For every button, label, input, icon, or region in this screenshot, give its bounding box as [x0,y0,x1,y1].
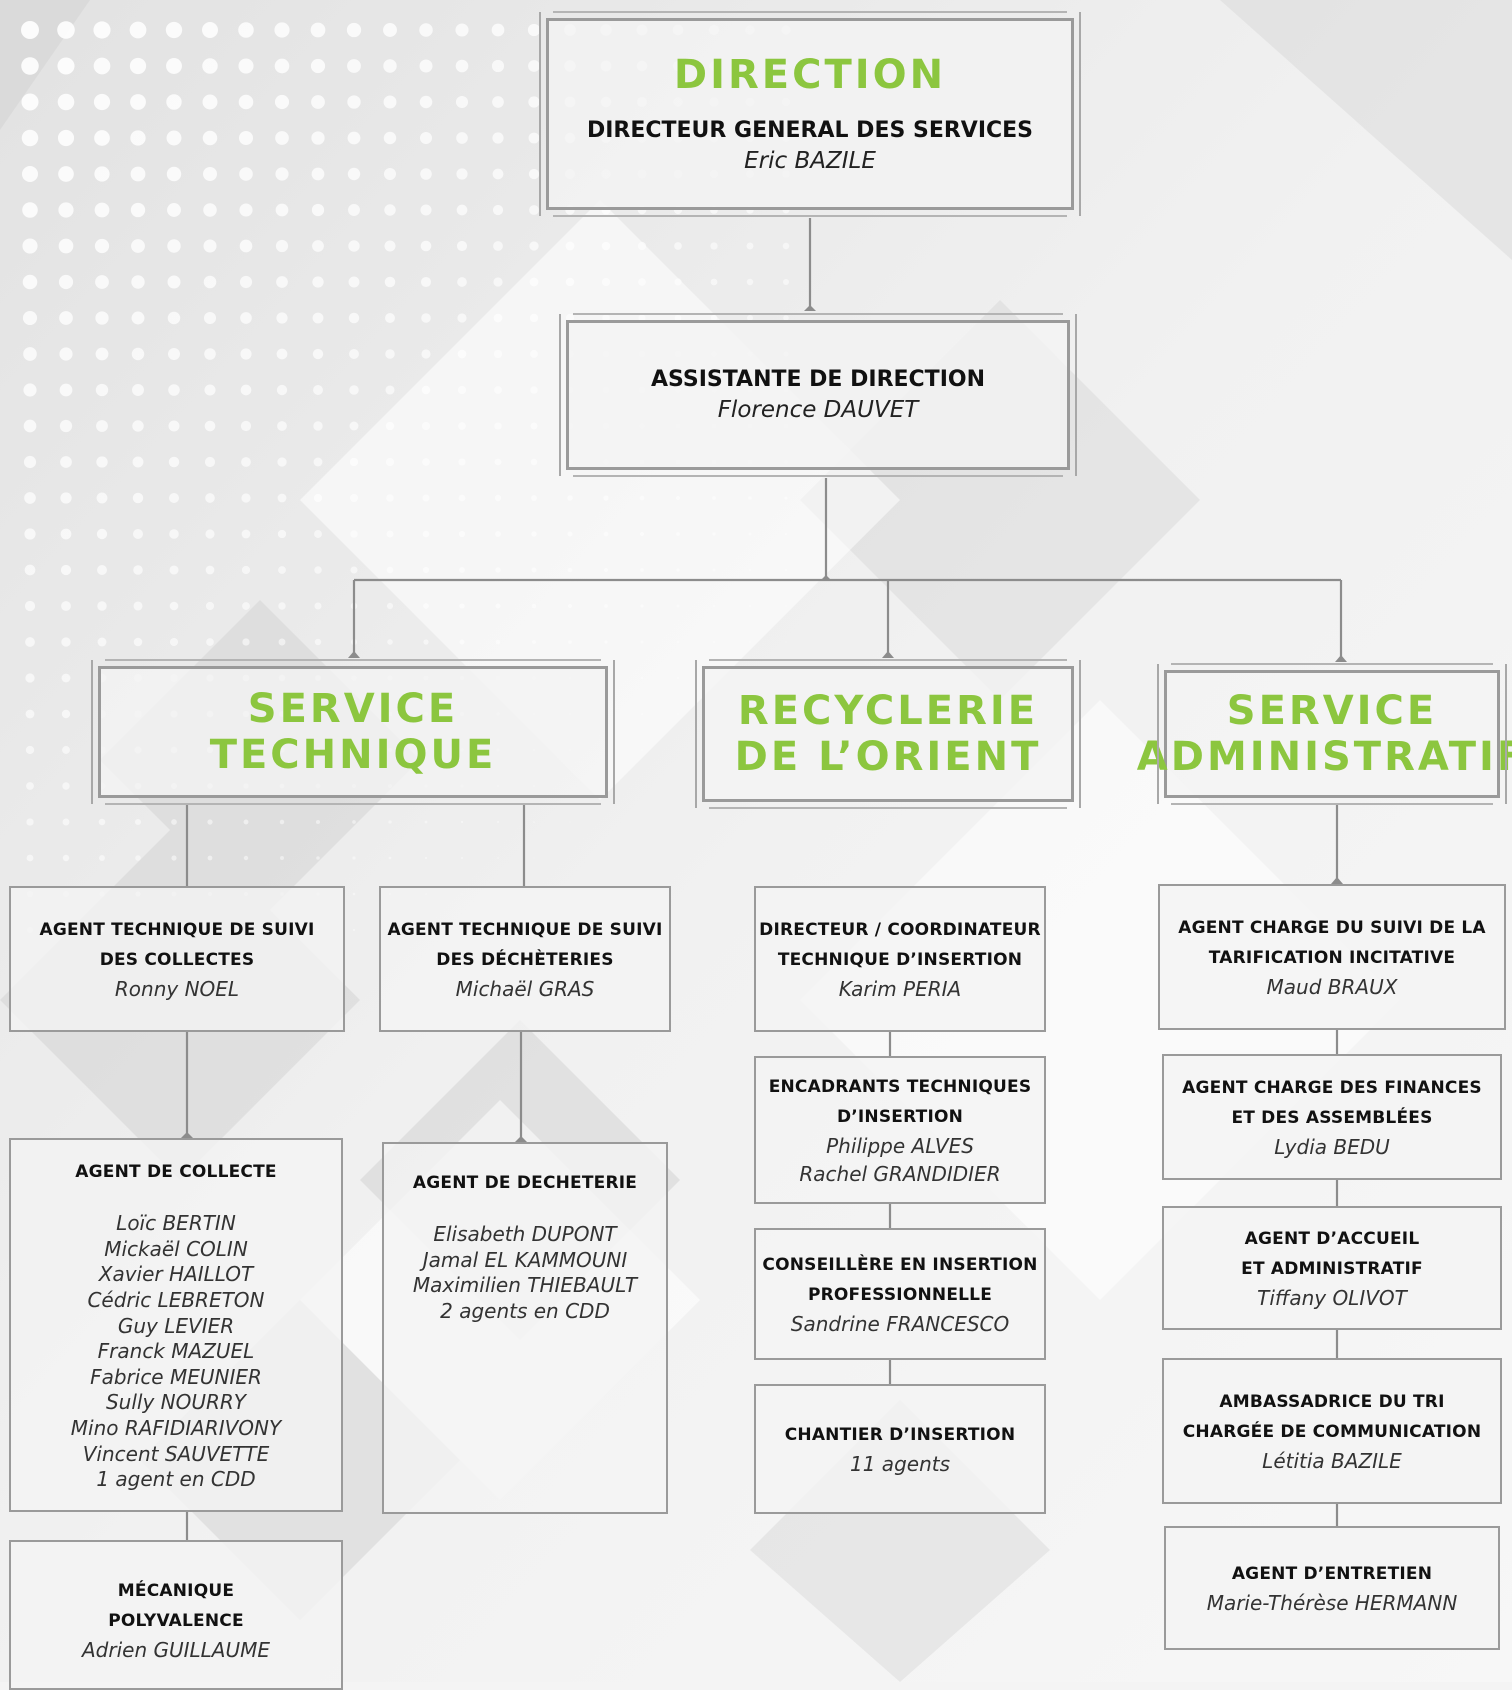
director-title: DIRECTEUR GENERAL DES SERVICES [586,118,1034,143]
encadrants-title-2: D’INSERTION [836,1107,964,1127]
direction-box: DIRECTION DIRECTEUR GENERAL DES SERVICES… [539,11,1081,217]
directeur-insertion-title-2: TECHNIQUE D’INSERTION [777,950,1023,970]
directeur-insertion-name: Karim PERIA [838,977,962,1001]
agent-collecte-list: Loïc BERTIN Mickaël COLIN Xavier HAILLOT… [71,1211,281,1493]
mecanique-box: MÉCANIQUE POLYVALENCE Adrien GUILLAUME [9,1540,343,1690]
conseillere-title-1: CONSEILLÈRE EN INSERTION [762,1255,1038,1275]
agent-collecte-name: Xavier HAILLOT [98,1262,254,1287]
chantier-box: CHANTIER D’INSERTION 11 agents [754,1384,1046,1514]
agent-collecte-name: Mickaël COLIN [104,1236,248,1261]
encadrants-name: Rachel GRANDIDIER [799,1162,1001,1186]
chantier-title: CHANTIER D’INSERTION [784,1425,1016,1445]
suivi-collectes-title-2: DES COLLECTES [99,950,255,970]
accueil-title-1: AGENT D’ACCUEIL [1244,1229,1420,1249]
finances-name: Lydia BEDU [1274,1135,1390,1159]
service-administratif-heading-2: ADMINISTRATIF [1136,734,1512,780]
encadrants-title-1: ENCADRANTS TECHNIQUES [768,1077,1032,1097]
suivi-decheteries-title-2: DES DÉCHÈTERIES [436,950,614,970]
director-name: Eric BAZILE [744,148,876,174]
assistant-name: Florence DAUVET [717,397,919,423]
suivi-decheteries-name: Michaël GRAS [455,977,595,1001]
agent-collecte-name: Sully NOURRY [105,1390,246,1415]
service-administratif-box: SERVICE ADMINISTRATIF [1137,663,1512,805]
encadrants-name: Philippe ALVES [826,1134,974,1158]
service-technique-heading-2: TECHNIQUE [209,732,497,778]
conseillere-box: CONSEILLÈRE EN INSERTION PROFESSIONNELLE… [754,1228,1046,1360]
entretien-name: Marie-Thérèse HERMANN [1206,1591,1458,1615]
recyclerie-box: RECYCLERIE DE L’ORIENT [695,659,1081,809]
suivi-collectes-name: Ronny NOEL [114,977,240,1001]
agent-decheterie-name: Elisabeth DUPONT [433,1222,617,1246]
finances-box: AGENT CHARGE DES FINANCES ET DES ASSEMBL… [1162,1054,1502,1180]
agent-collecte-box: AGENT DE COLLECTE Loïc BERTIN Mickaël CO… [9,1138,343,1512]
agent-collecte-name: 1 agent en CDD [96,1467,256,1492]
agent-collecte-title: AGENT DE COLLECTE [75,1162,277,1183]
agent-collecte-name: Mino RAFIDIARIVONY [70,1415,282,1440]
recyclerie-heading-2: DE L’ORIENT [734,734,1042,780]
suivi-collectes-title-1: AGENT TECHNIQUE DE SUIVI [39,920,315,940]
suivi-collectes-box: AGENT TECHNIQUE DE SUIVI DES COLLECTES R… [9,886,345,1032]
accueil-name: Tiffany OLIVOT [1257,1286,1407,1310]
suivi-decheteries-box: AGENT TECHNIQUE DE SUIVI DES DÉCHÈTERIES… [379,886,671,1032]
agent-collecte-name: Franck MAZUEL [97,1339,255,1364]
ambassadrice-title-2: CHARGÉE DE COMMUNICATION [1182,1422,1482,1442]
agent-decheterie-name: 2 agents en CDD [440,1298,610,1323]
mecanique-title-2: POLYVALENCE [108,1611,244,1631]
directeur-insertion-box: DIRECTEUR / COORDINATEUR TECHNIQUE D’INS… [754,886,1046,1032]
entretien-title: AGENT D’ENTRETIEN [1231,1564,1433,1584]
mecanique-title-1: MÉCANIQUE [117,1581,235,1601]
assistant-box: ASSISTANTE DE DIRECTION Florence DAUVET [559,313,1077,477]
agent-decheterie-name: Maximilien THIEBAULT [412,1273,638,1298]
agent-decheterie-name: Jamal EL KAMMOUNI [422,1247,628,1272]
service-technique-heading-1: SERVICE [247,686,459,732]
assistant-title: ASSISTANTE DE DIRECTION [650,367,985,392]
recyclerie-heading-1: RECYCLERIE [737,688,1039,734]
conseillere-title-2: PROFESSIONNELLE [807,1285,993,1305]
finances-title-2: ET DES ASSEMBLÉES [1231,1108,1433,1128]
agent-decheterie-box: AGENT DE DECHETERIE Elisabeth DUPONT Jam… [382,1142,668,1514]
agent-collecte-name: Fabrice MEUNIER [90,1364,262,1389]
ambassadrice-box: AMBASSADRICE DU TRI CHARGÉE DE COMMUNICA… [1162,1358,1502,1504]
agent-collecte-name: Loïc BERTIN [116,1211,236,1236]
finances-title-1: AGENT CHARGE DES FINANCES [1182,1078,1482,1098]
ambassadrice-title-1: AMBASSADRICE DU TRI [1219,1392,1445,1412]
accueil-box: AGENT D’ACCUEIL ET ADMINISTRATIF Tiffany… [1162,1206,1502,1330]
agent-collecte-name: Vincent SAUVETTE [82,1441,270,1466]
chantier-count: 11 agents [850,1452,950,1476]
ambassadrice-name: Létitia BAZILE [1262,1449,1402,1473]
tarification-title-2: TARIFICATION INCITATIVE [1208,948,1456,968]
entretien-box: AGENT D’ENTRETIEN Marie-Thérèse HERMANN [1164,1526,1500,1650]
conseillere-name: Sandrine FRANCESCO [790,1312,1010,1336]
accueil-title-2: ET ADMINISTRATIF [1241,1259,1423,1279]
tarification-name: Maud BRAUX [1266,975,1398,999]
service-administratif-heading-1: SERVICE [1226,688,1438,734]
direction-heading: DIRECTION [673,52,947,98]
tarification-title-1: AGENT CHARGE DU SUIVI DE LA [1178,918,1486,938]
agent-collecte-name: Guy LEVIER [117,1313,235,1338]
tarification-box: AGENT CHARGE DU SUIVI DE LA TARIFICATION… [1158,884,1506,1030]
suivi-decheteries-title-1: AGENT TECHNIQUE DE SUIVI [387,920,663,940]
agent-decheterie-title: AGENT DE DECHETERIE [412,1173,638,1193]
directeur-insertion-title-1: DIRECTEUR / COORDINATEUR [759,920,1041,940]
agent-decheterie-list: Elisabeth DUPONT Jamal EL KAMMOUNI Maxim… [413,1222,637,1324]
encadrants-box: ENCADRANTS TECHNIQUES D’INSERTION Philip… [754,1056,1046,1204]
agent-collecte-name: Cédric LEBRETON [87,1288,265,1313]
service-technique-box: SERVICE TECHNIQUE [91,659,615,805]
mecanique-name: Adrien GUILLAUME [81,1638,271,1662]
